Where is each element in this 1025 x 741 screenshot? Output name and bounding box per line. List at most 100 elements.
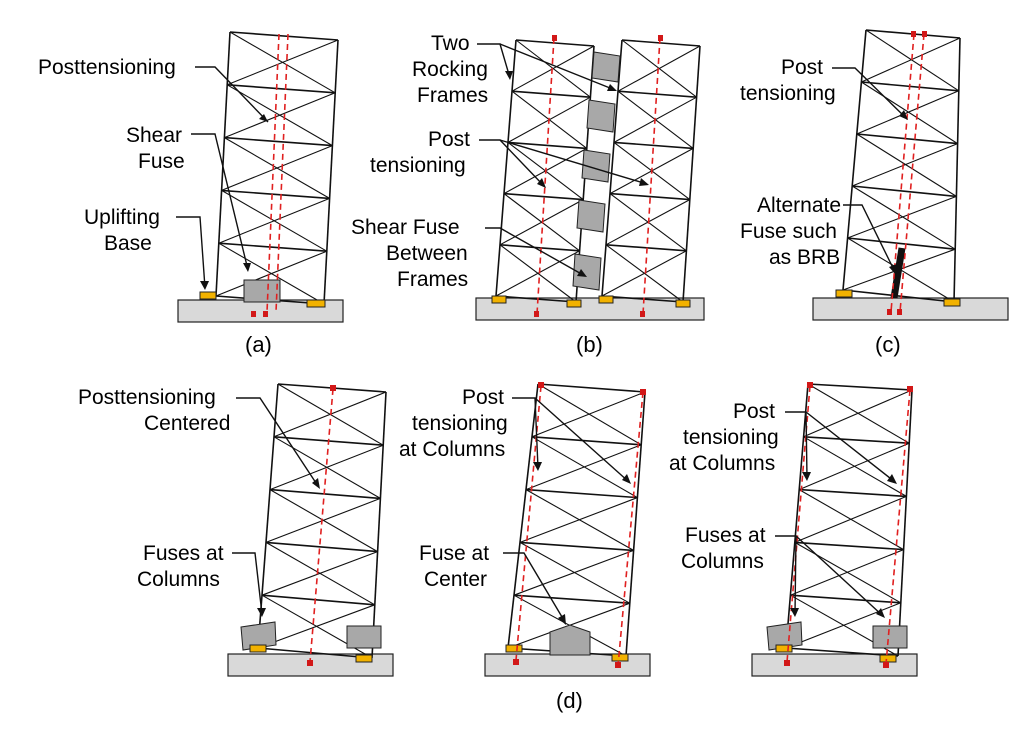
frame-beam xyxy=(269,488,381,500)
frame-brace xyxy=(513,549,634,596)
label-b-frames: Frames xyxy=(417,84,488,107)
frame-beam xyxy=(224,136,333,147)
label-d3-post: Post xyxy=(733,400,775,423)
panel-d3: Post tensioning at Columns Fuses at Colu… xyxy=(669,382,918,677)
frame-brace xyxy=(803,389,913,438)
fuse-d3-left xyxy=(766,621,803,651)
frame-beam xyxy=(257,647,373,659)
frame-brace xyxy=(215,250,328,297)
base-plate-c-left xyxy=(835,289,853,298)
frame-column-right xyxy=(897,389,913,657)
frame-brace xyxy=(273,391,387,438)
frame-beam xyxy=(218,242,327,252)
posttension-d2-left xyxy=(515,385,542,661)
arrow-d3-fuse-1 xyxy=(790,608,799,617)
base-plate-d2-left xyxy=(505,644,523,653)
posttension-d3-left xyxy=(786,385,811,663)
arrow-b-fuse xyxy=(577,269,587,277)
base-plate-c-right xyxy=(943,298,961,307)
panel-a: Posttensioning Shear Fuse Uplifting Base… xyxy=(38,31,344,357)
label-b-post: Post xyxy=(428,128,470,151)
frame-beam xyxy=(605,244,687,252)
anchor-c-2 xyxy=(922,31,927,37)
frame-beam xyxy=(531,436,642,446)
brb-fuse-c xyxy=(890,247,906,299)
frame-d3 xyxy=(785,383,913,657)
arrow-b-pt-2 xyxy=(639,178,649,186)
leader-d1-pt xyxy=(236,397,319,487)
posttension-a-2 xyxy=(275,33,289,313)
leader-a-pt xyxy=(195,66,269,123)
arrow-d3-fuse-2 xyxy=(876,608,885,618)
base-plate-b-4 xyxy=(675,299,691,308)
label-d1-columns: Columns xyxy=(137,568,220,591)
frame-beam xyxy=(525,488,638,499)
posttension-d1 xyxy=(309,388,334,663)
caption-a: (a) xyxy=(245,332,272,357)
frame-column-left xyxy=(842,29,867,291)
arrow-a-fuse xyxy=(243,263,251,272)
frame-beam xyxy=(229,31,339,41)
base-plate-d2-right xyxy=(611,653,629,662)
fuse-d1-left xyxy=(240,621,277,651)
panel-c: Post tensioning Alternate Fuse such as B… xyxy=(740,29,1009,357)
posttension-b-2 xyxy=(642,37,661,315)
base-plate-d3-left xyxy=(775,644,793,653)
anchor-c-4 xyxy=(897,309,902,315)
label-a-posttensioning: Posttensioning xyxy=(38,56,176,79)
shear-fuse-b xyxy=(572,51,621,291)
ground-b xyxy=(475,297,705,321)
arrow-b-frames-2 xyxy=(607,84,617,91)
label-a-uplifting: Uplifting xyxy=(84,206,160,229)
anchor-d1-top xyxy=(330,385,336,391)
leader-d3-fuse-2 xyxy=(795,535,884,617)
frame-brace xyxy=(601,250,687,297)
anchor-b-1 xyxy=(552,35,557,41)
label-d3-fuses-at: Fuses at xyxy=(685,524,766,547)
frame-beam xyxy=(507,141,587,150)
arrow-c-pt xyxy=(899,110,908,120)
anchor-b-4 xyxy=(640,311,645,317)
frame-beam xyxy=(227,84,336,94)
label-c-alternate: Alternate xyxy=(757,194,841,217)
anchor-a-1 xyxy=(251,311,256,317)
label-c-fuse-such: Fuse such xyxy=(740,220,837,243)
posttension-d3-right xyxy=(885,389,911,665)
anchor-d3-1 xyxy=(807,382,813,388)
frame-column-left xyxy=(215,31,231,297)
arrow-d2-pt-1 xyxy=(533,462,542,471)
label-c-post: Post xyxy=(781,56,823,79)
frame-beam xyxy=(513,594,630,604)
base-plate-b-1 xyxy=(491,295,507,304)
anchor-a-2 xyxy=(263,311,268,317)
frame-beam xyxy=(265,541,378,553)
caption-c: (c) xyxy=(875,332,901,357)
frame-brace xyxy=(851,185,956,250)
anchor-d2-3 xyxy=(513,659,519,665)
label-b-rocking: Rocking xyxy=(412,58,488,81)
frame-beam xyxy=(847,237,956,250)
shear-fuse-a xyxy=(243,279,281,303)
anchor-d3-3 xyxy=(784,660,790,666)
frame-brace xyxy=(525,444,642,491)
frame-column-right xyxy=(323,39,339,305)
anchor-b-3 xyxy=(534,311,539,317)
arrow-a-base xyxy=(200,281,209,290)
frame-brace xyxy=(269,444,384,491)
frame-beam xyxy=(261,594,375,606)
anchor-b-2 xyxy=(658,35,663,41)
arrow-d3-pt-2 xyxy=(887,474,897,484)
fuse-d1-right xyxy=(346,625,382,649)
frame-beam xyxy=(503,192,584,201)
frame-brace xyxy=(224,92,336,139)
frame-beam xyxy=(617,90,697,98)
leader-a-base xyxy=(176,216,206,289)
frame-brace xyxy=(531,391,646,438)
arrow-d3-pt-1 xyxy=(802,472,811,481)
frame-brace xyxy=(851,143,958,187)
frame-a xyxy=(215,31,339,305)
leader-a-fuse xyxy=(191,133,249,271)
frame-brace xyxy=(226,39,339,86)
